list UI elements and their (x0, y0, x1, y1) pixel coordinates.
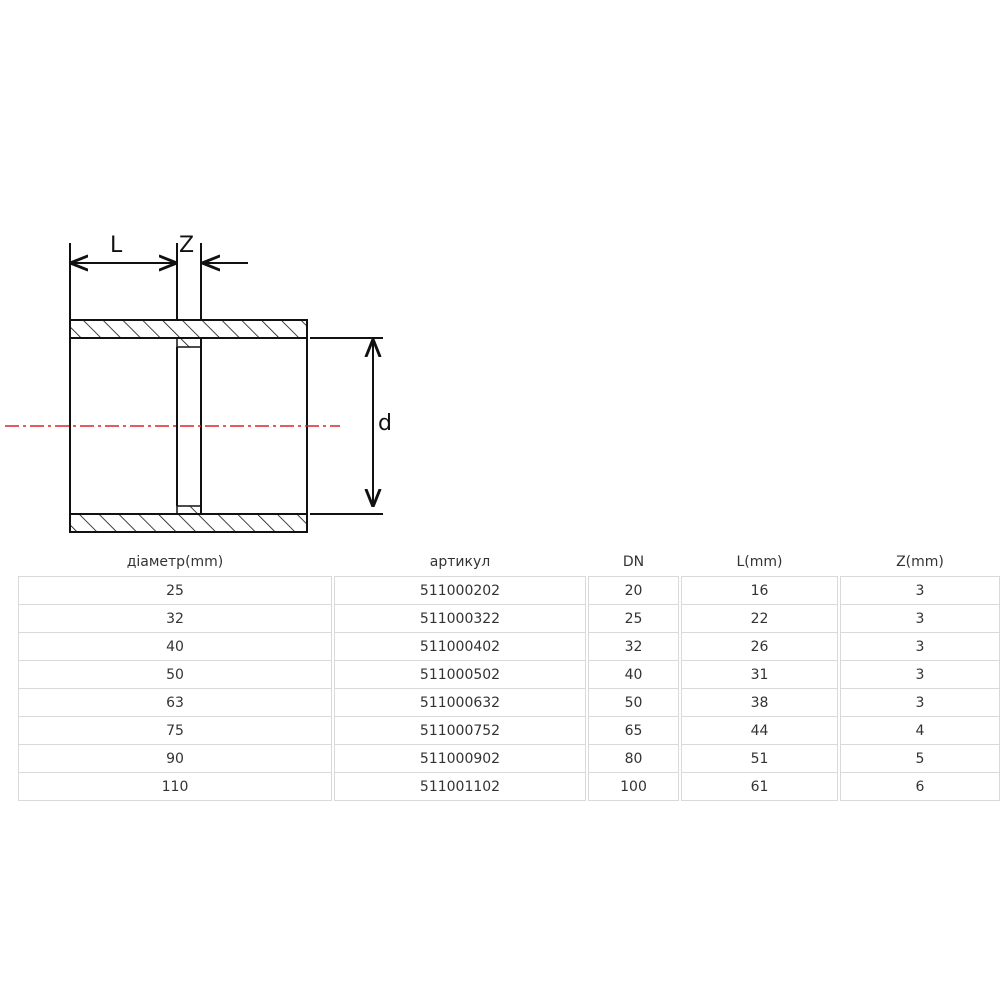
cell-diameter: 32 (18, 604, 332, 632)
cell-length: 31 (681, 660, 838, 688)
specification-table: діаметр(mm) артикул DN L(mm) Z(mm) 25 51… (16, 548, 1000, 801)
cell-article: 511000202 (334, 576, 586, 604)
cell-gap: 3 (840, 604, 1000, 632)
top-wall (69, 319, 308, 348)
cell-diameter: 75 (18, 716, 332, 744)
cell-length: 22 (681, 604, 838, 632)
cell-dn: 32 (588, 632, 679, 660)
table-row: 75 511000752 65 44 4 (18, 716, 1000, 744)
cell-dn: 25 (588, 604, 679, 632)
cell-diameter: 25 (18, 576, 332, 604)
cell-diameter: 40 (18, 632, 332, 660)
table-row: 63 511000632 50 38 3 (18, 688, 1000, 716)
cell-gap: 6 (840, 772, 1000, 801)
coupling-technical-drawing: L Z d (5, 233, 392, 533)
table-row: 50 511000502 40 31 3 (18, 660, 1000, 688)
gap-label: Z (179, 233, 194, 258)
cell-length: 26 (681, 632, 838, 660)
table-row: 40 511000402 32 26 3 (18, 632, 1000, 660)
cell-article: 511001102 (334, 772, 586, 801)
cell-dn: 65 (588, 716, 679, 744)
cell-article: 511000632 (334, 688, 586, 716)
header-length: L(mm) (736, 554, 783, 570)
cell-gap: 3 (840, 632, 1000, 660)
header-dn: DN (622, 554, 645, 570)
cell-dn: 100 (588, 772, 679, 801)
header-diameter: діаметр(mm) (126, 554, 224, 570)
cell-length: 51 (681, 744, 838, 772)
bottom-wall (69, 505, 308, 533)
cell-article: 511000502 (334, 660, 586, 688)
header-gap: Z(mm) (896, 554, 944, 570)
cell-dn: 20 (588, 576, 679, 604)
cell-dn: 40 (588, 660, 679, 688)
length-label: L (110, 233, 123, 258)
cell-gap: 3 (840, 688, 1000, 716)
diameter-label: d (378, 411, 392, 436)
table-row: 32 511000322 25 22 3 (18, 604, 1000, 632)
cell-length: 44 (681, 716, 838, 744)
table-row: 25 511000202 20 16 3 (18, 576, 1000, 604)
cell-article: 511000322 (334, 604, 586, 632)
cell-gap: 3 (840, 660, 1000, 688)
cell-gap: 3 (840, 576, 1000, 604)
cell-gap: 5 (840, 744, 1000, 772)
cell-dn: 80 (588, 744, 679, 772)
diameter-extension-lines (310, 337, 383, 515)
cell-article: 511000752 (334, 716, 586, 744)
cell-diameter: 90 (18, 744, 332, 772)
header-article: артикул (429, 554, 491, 570)
cell-article: 511000402 (334, 632, 586, 660)
table-header-row: діаметр(mm) артикул DN L(mm) Z(mm) (18, 548, 1000, 576)
table-row: 90 511000902 80 51 5 (18, 744, 1000, 772)
cell-length: 38 (681, 688, 838, 716)
table-row: 110 511001102 100 61 6 (18, 772, 1000, 801)
cell-article: 511000902 (334, 744, 586, 772)
cell-dn: 50 (588, 688, 679, 716)
cell-diameter: 63 (18, 688, 332, 716)
cell-length: 61 (681, 772, 838, 801)
cell-diameter: 50 (18, 660, 332, 688)
cell-diameter: 110 (18, 772, 332, 801)
cell-length: 16 (681, 576, 838, 604)
cell-gap: 4 (840, 716, 1000, 744)
extension-lines (69, 243, 202, 320)
